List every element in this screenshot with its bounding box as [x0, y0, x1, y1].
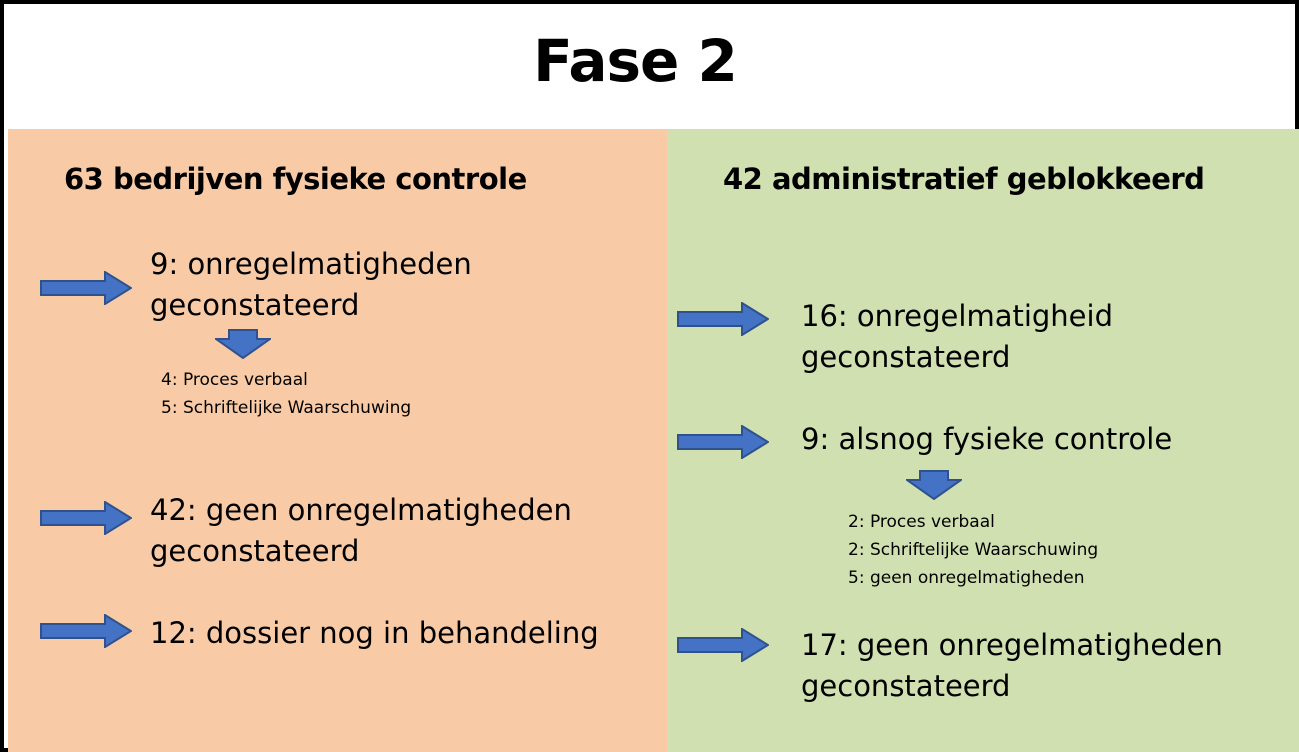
right-item-2-line1: 9: alsnog fysieke controle — [801, 422, 1173, 456]
left-item-1-line1: 9: onregelmatigheden — [150, 247, 472, 281]
right-item-1: 16: onregelmatigheid geconstateerd — [801, 296, 1113, 378]
left-item-3-line1: 12: dossier nog in behandeling — [150, 616, 599, 650]
left-item-1-line2: geconstateerd — [150, 288, 360, 322]
right-arrow-icon — [40, 501, 132, 535]
right-item-2: 9: alsnog fysieke controle — [801, 419, 1172, 460]
left-sub-list: 4: Proces verbaal 5: Schriftelijke Waars… — [161, 366, 411, 422]
right-item-3-line1: 17: geen onregelmatigheden — [801, 628, 1223, 662]
right-sub-list: 2: Proces verbaal 2: Schriftelijke Waars… — [848, 508, 1098, 592]
right-sub-item-2: 2: Schriftelijke Waarschuwing — [848, 540, 1099, 560]
right-item-1-line1: 16: onregelmatigheid — [801, 299, 1113, 333]
left-item-2-line1: 42: geen onregelmatigheden — [150, 493, 572, 527]
left-panel: 63 bedrijven fysieke controle 9: onregel… — [8, 129, 667, 752]
down-arrow-icon — [906, 470, 962, 500]
right-arrow-icon — [677, 302, 769, 336]
left-heading: 63 bedrijven fysieke controle — [64, 162, 527, 196]
diagram-title: Fase 2 — [533, 27, 738, 95]
right-item-3-line2: geconstateerd — [801, 669, 1011, 703]
right-heading: 42 administratief geblokkeerd — [723, 162, 1205, 196]
left-item-3: 12: dossier nog in behandeling — [150, 613, 599, 654]
left-item-1: 9: onregelmatigheden geconstateerd — [150, 244, 472, 326]
left-item-2: 42: geen onregelmatigheden geconstateerd — [150, 490, 572, 572]
right-arrow-icon — [40, 614, 132, 648]
right-item-1-line2: geconstateerd — [801, 340, 1011, 374]
right-arrow-icon — [40, 271, 132, 305]
down-arrow-icon — [215, 329, 271, 359]
right-item-3: 17: geen onregelmatigheden geconstateerd — [801, 625, 1223, 707]
right-panel: 42 administratief geblokkeerd 16: onrege… — [667, 129, 1299, 752]
right-arrow-icon — [677, 425, 769, 459]
left-sub-item-1: 4: Proces verbaal — [161, 370, 308, 390]
right-arrow-icon — [677, 628, 769, 662]
right-sub-item-3: 5: geen onregelmatigheden — [848, 568, 1085, 588]
right-sub-item-1: 2: Proces verbaal — [848, 512, 995, 532]
left-sub-item-2: 5: Schriftelijke Waarschuwing — [161, 398, 412, 418]
left-item-2-line2: geconstateerd — [150, 534, 360, 568]
